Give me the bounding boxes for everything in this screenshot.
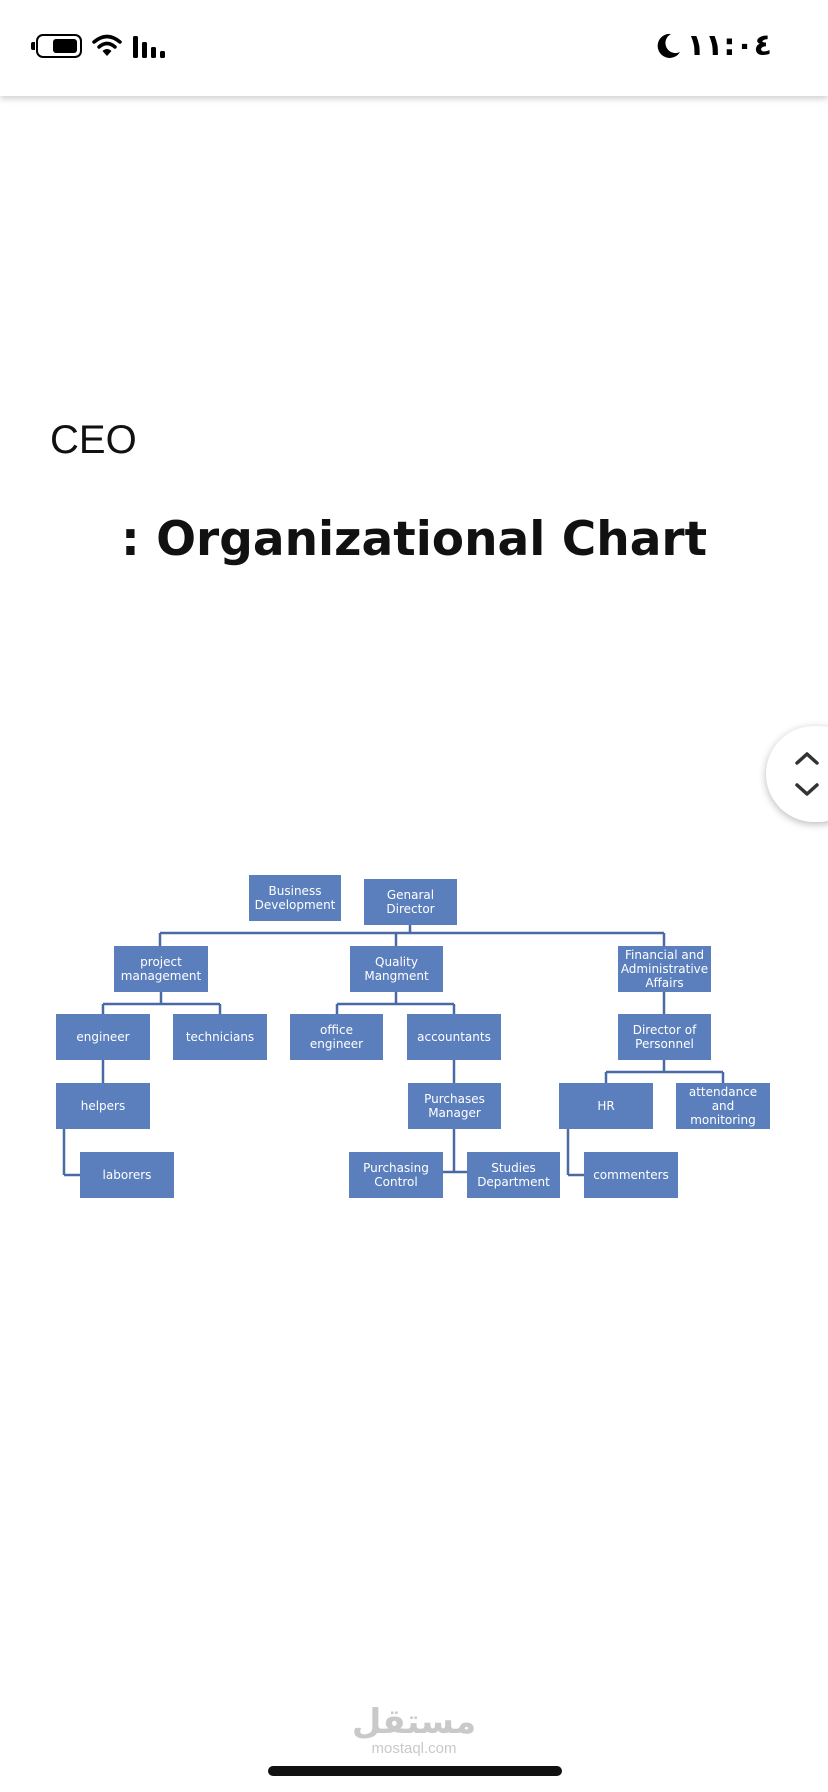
org-node-purchasing-control: Purchasing Control bbox=[349, 1152, 443, 1198]
org-node-studies-department: Studies Department bbox=[467, 1152, 560, 1198]
chevron-down-icon[interactable] bbox=[794, 782, 820, 798]
org-node-director-of-personnel: Director of Personnel bbox=[618, 1014, 711, 1060]
org-node-technicians: technicians bbox=[173, 1014, 267, 1060]
org-node-business-development: Business Development bbox=[249, 875, 341, 921]
status-right: ١١:٠٤ bbox=[655, 28, 772, 63]
org-node-commenters: commenters bbox=[584, 1152, 678, 1198]
org-node-purchases-manager: Purchases Manager bbox=[408, 1083, 501, 1129]
org-node-financial-affairs: Financial and Administrative Affairs bbox=[618, 946, 711, 992]
org-node-office-engineer: office engineer bbox=[290, 1014, 383, 1060]
moon-icon bbox=[657, 33, 680, 58]
org-node-project-management: project management bbox=[114, 946, 208, 992]
watermark-text: mostaql.com bbox=[371, 1740, 457, 1757]
status-bar: ١١:٠٤ bbox=[0, 0, 828, 96]
org-node-general-director: Genaral Director bbox=[364, 879, 457, 925]
chart-heading: : Organizational Chart bbox=[120, 512, 708, 567]
ceo-label: CEO bbox=[50, 418, 137, 462]
battery-icon bbox=[31, 34, 82, 58]
status-time: ١١:٠٤ bbox=[686, 28, 772, 63]
status-left-icons bbox=[31, 34, 170, 58]
watermark: مستقل mostaql.com bbox=[0, 1704, 828, 1758]
org-node-helpers: helpers bbox=[56, 1083, 150, 1129]
signal-icon bbox=[133, 36, 165, 58]
org-node-accountants: accountants bbox=[407, 1014, 501, 1060]
org-node-attendance-monitoring: attendance and monitoring bbox=[676, 1083, 770, 1129]
org-node-engineer: engineer bbox=[56, 1014, 150, 1060]
chevron-up-icon[interactable] bbox=[794, 750, 820, 766]
wifi-icon bbox=[92, 34, 122, 56]
org-node-hr: HR bbox=[559, 1083, 653, 1129]
battery-level-fill bbox=[53, 39, 77, 53]
home-indicator[interactable] bbox=[268, 1766, 562, 1776]
page-scroll-widget[interactable] bbox=[766, 726, 828, 822]
watermark-logo: مستقل bbox=[351, 1702, 477, 1742]
org-node-laborers: laborers bbox=[80, 1152, 174, 1198]
org-node-quality-management: Quality Mangment bbox=[350, 946, 443, 992]
